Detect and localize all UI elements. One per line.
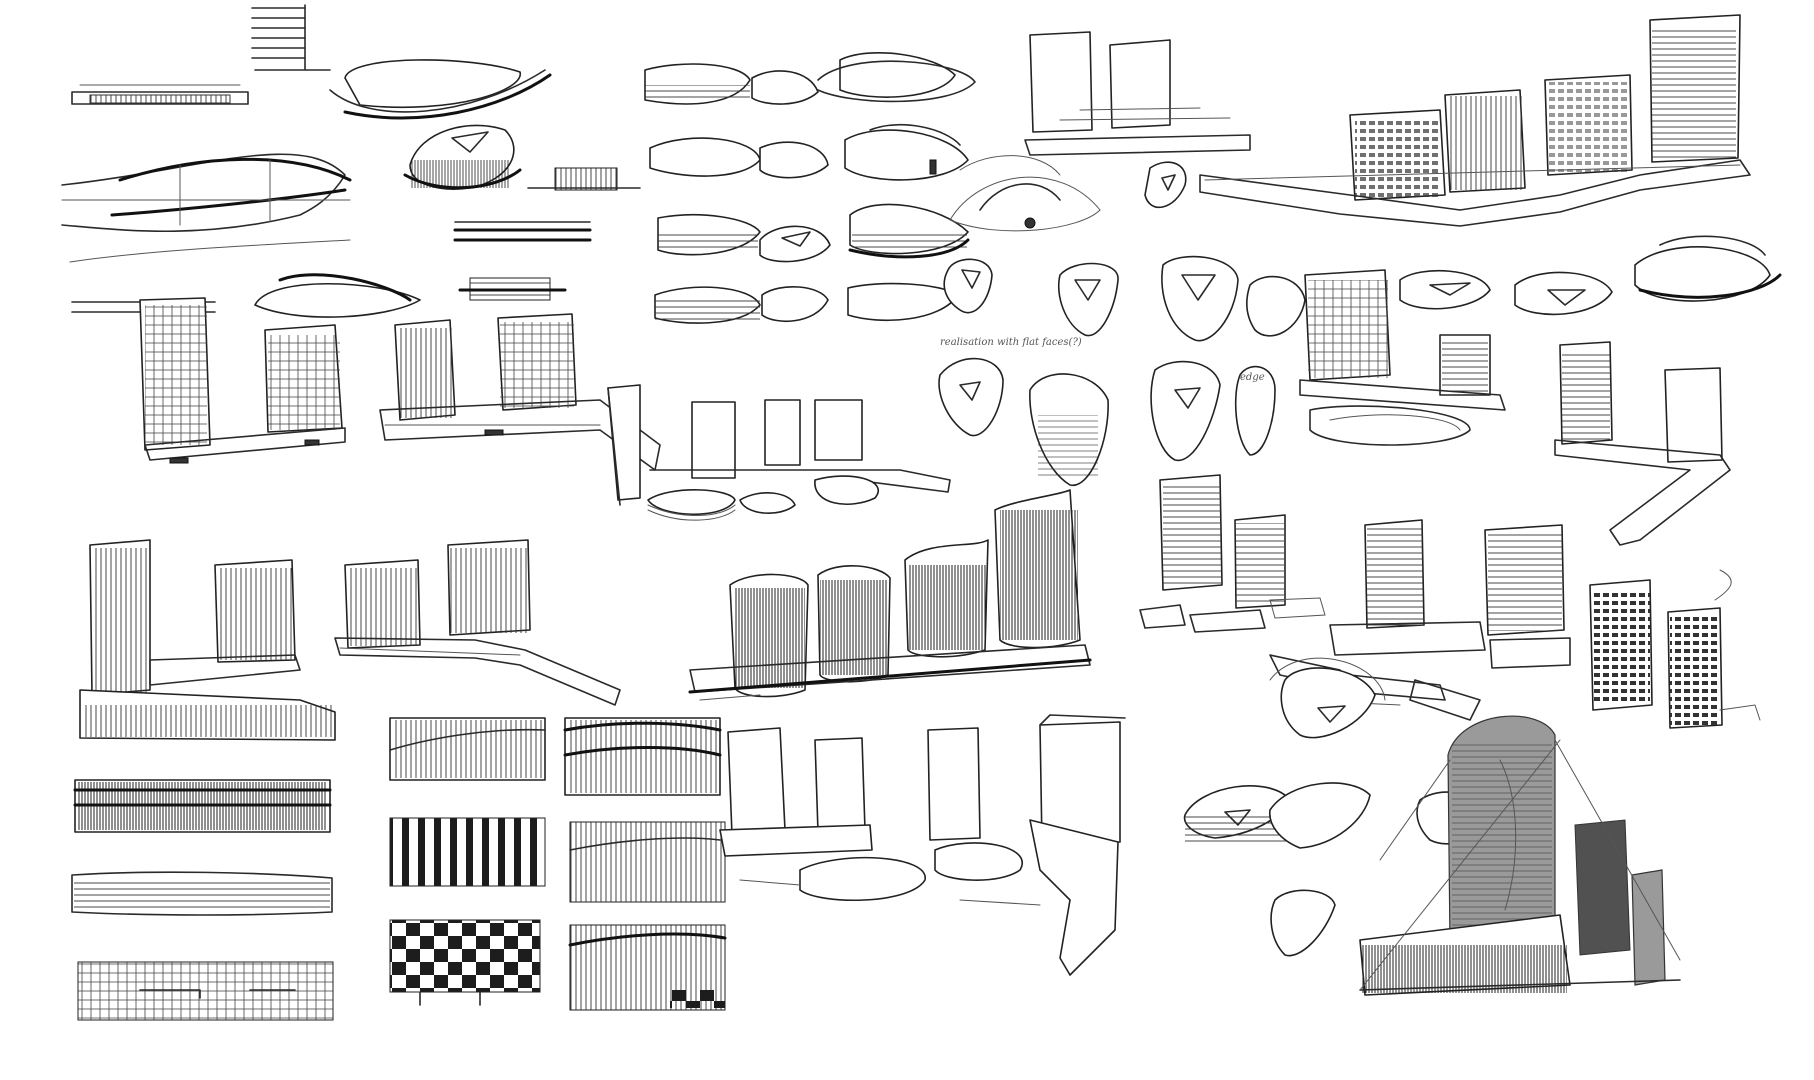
sketch-facade-elevations-mid [389, 717, 546, 1006]
sketch-oval-pavilion [403, 124, 522, 190]
annotation-flat-faces: realisation with flat faces(?) [940, 337, 1082, 348]
sketch-shell-roof-large [61, 153, 352, 263]
sketch-facade-elevations-right [563, 717, 727, 1011]
sketch-low-blocks-top [453, 167, 641, 301]
sketch-pebble-blocks-row1 [644, 51, 976, 105]
sketch-facade-elevations-left [71, 779, 334, 1021]
sketch-tower-ramp-right [1554, 341, 1731, 546]
sketch-tower-pair-lower-left [79, 539, 336, 741]
sketch-twin-towers-podium [379, 313, 661, 471]
sketch-curved-canopy [949, 155, 1101, 232]
sketch-wavy-towers-center [688, 489, 1092, 701]
sketch-slab-ramp-scheme [607, 384, 951, 521]
sketch-window-towers-right [1589, 569, 1761, 729]
sketch-tower-pair-ramp-lower [334, 539, 621, 706]
sketch-podium-four-towers [1144, 14, 1751, 227]
sketch-pebble-blocks-row3 [657, 203, 970, 263]
sketch-perspective-tower-render [1359, 715, 1681, 996]
sketch-four-slab-towers [1139, 474, 1571, 669]
sketch-blob-towers-mid: realisation with flat faces(?) edge [938, 337, 1276, 486]
sketch-pebble-blocks-row2 [649, 123, 969, 181]
sketch-pebble-blocks-row4 [654, 282, 959, 324]
sketch-trefoil-plans-lower [1183, 657, 1486, 957]
sketch-lens-roof [254, 273, 421, 318]
annotation-edge: edge [1240, 372, 1265, 383]
sketch-trefoil-plans [943, 255, 1306, 342]
sketch-swoosh-roof-top [329, 59, 552, 120]
sketch-early-twin-slabs [1024, 31, 1251, 156]
sketch-towers-left [71, 297, 346, 464]
sketch-tall-slabs-lower-center [719, 714, 1126, 976]
sketch-elevation-strip [71, 4, 331, 105]
sketch-pebble-cluster-right [1399, 235, 1782, 316]
sketch-grid-tower-podium [1299, 269, 1506, 446]
